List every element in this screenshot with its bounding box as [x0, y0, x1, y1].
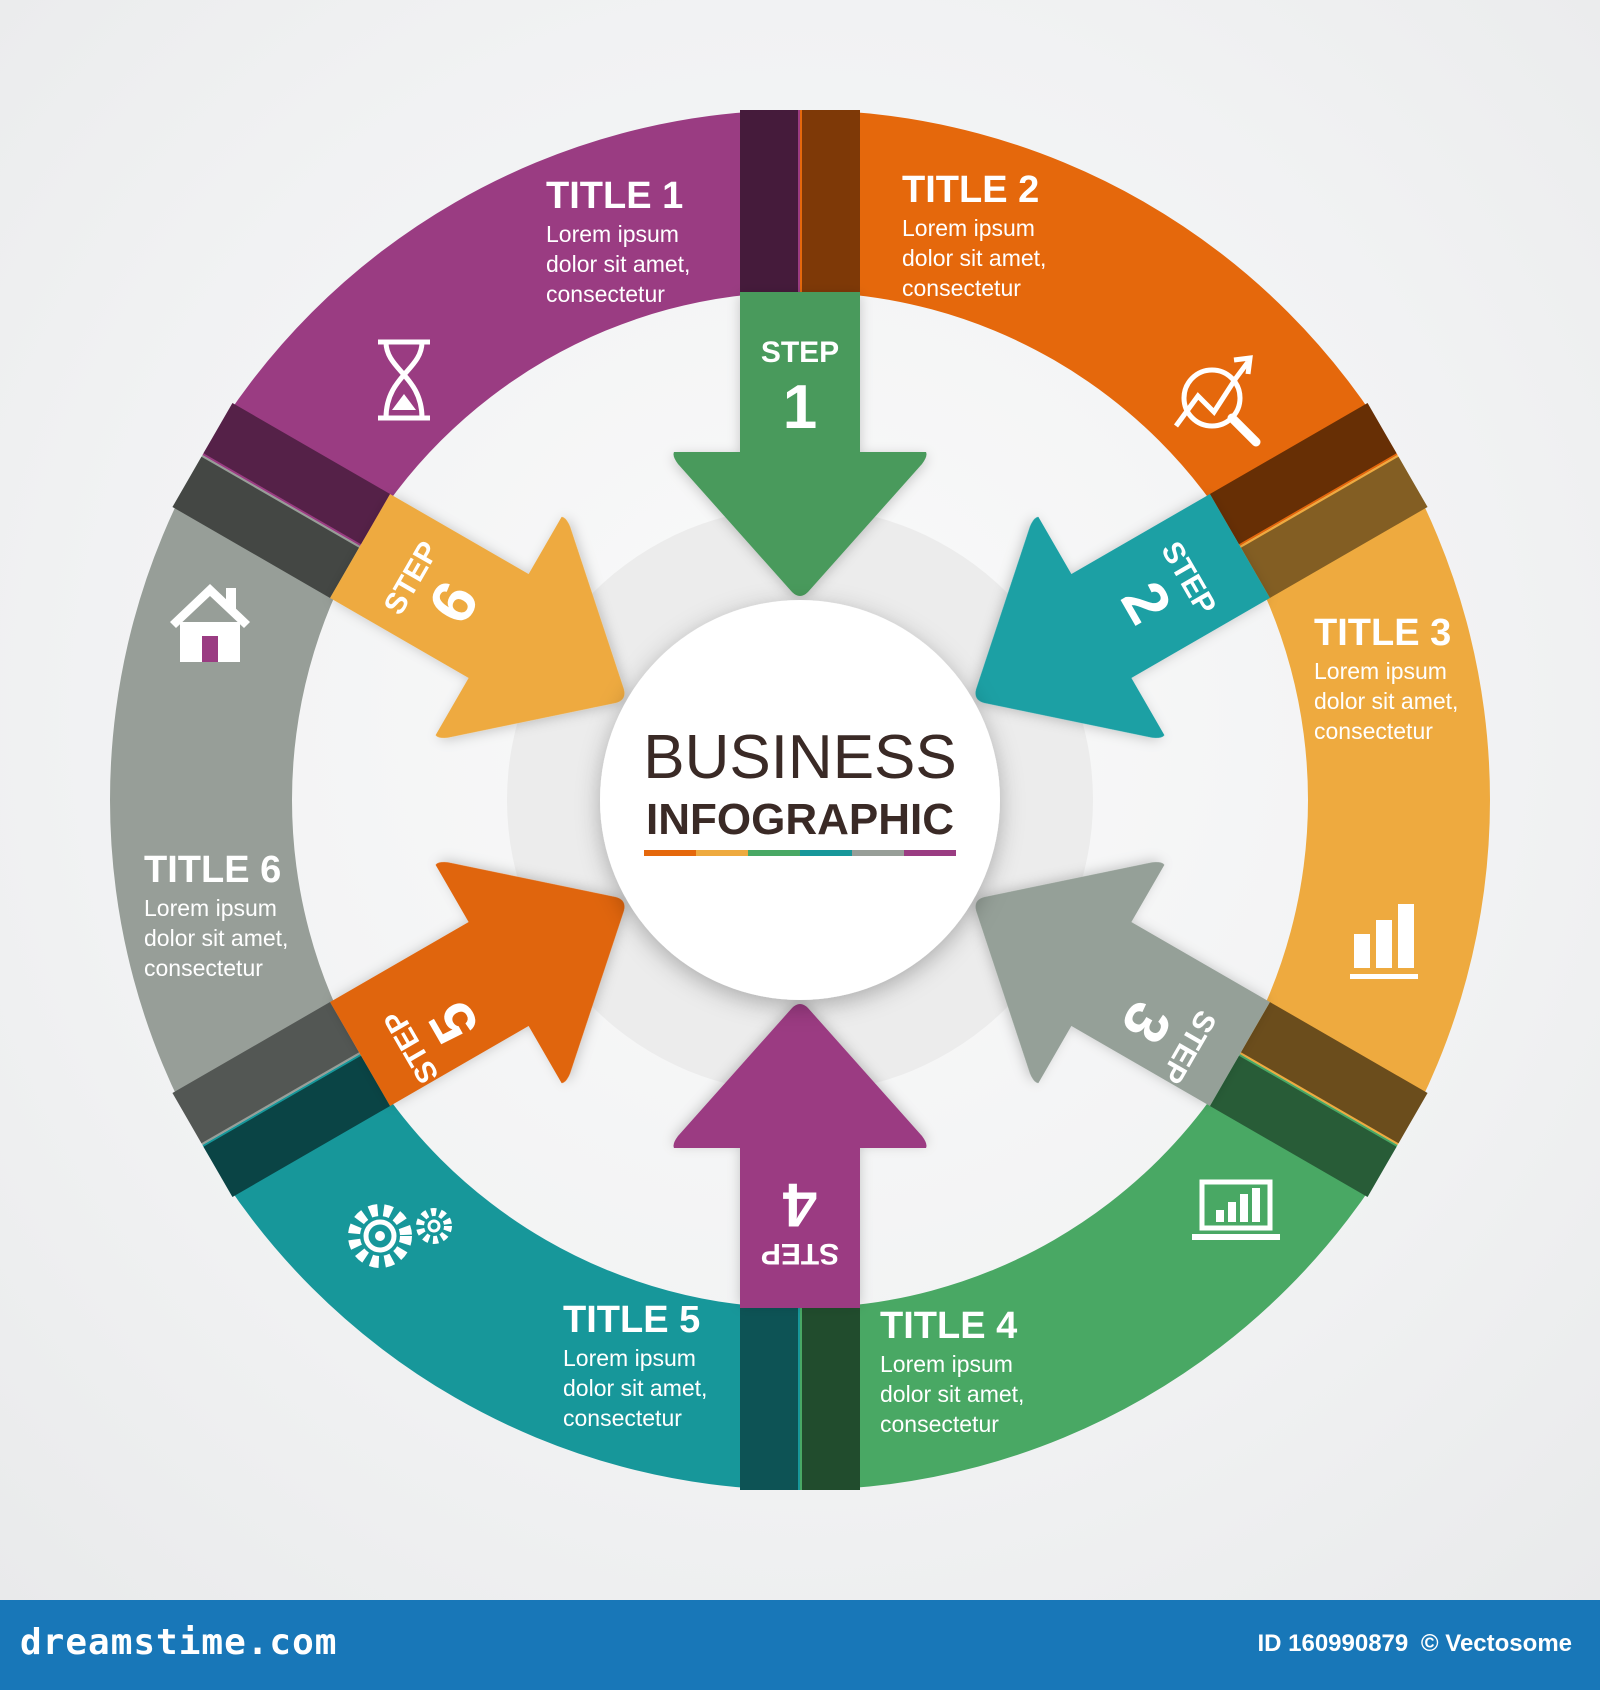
segment-5-text: TITLE 5 Lorem ipsum dolor sit amet, cons… — [563, 1299, 707, 1431]
segment-title: TITLE 3 — [1314, 612, 1451, 654]
bar-chart-icon — [1350, 904, 1418, 979]
boundary-band-1 — [740, 110, 860, 292]
segment-desc-line: Lorem ipsum — [563, 1345, 696, 1371]
step-2-label: STEP 2 — [1107, 536, 1222, 635]
segment-desc-line: dolor sit amet, — [563, 1375, 707, 1401]
step-number: 2 — [1107, 571, 1184, 635]
step-3-arrow — [975, 862, 1270, 1106]
step-number: 5 — [416, 990, 493, 1054]
segment-desc-line: Lorem ipsum — [880, 1351, 1013, 1377]
footer-image-id: ID 160990879 © Vectosome — [1251, 1630, 1572, 1658]
ring-segment-6 — [202, 109, 800, 546]
underline-color-bar — [696, 850, 748, 856]
step-6-arrow — [330, 494, 625, 738]
segment-desc-line: dolor sit amet, — [144, 925, 288, 951]
laptop-chart-icon — [1192, 1179, 1280, 1240]
segment-6-text: TITLE 6 Lorem ipsum dolor sit amet, cons… — [144, 849, 288, 981]
center-circle — [600, 600, 1000, 1000]
step-2-arrow — [975, 494, 1270, 738]
underline-color-bar — [904, 850, 956, 856]
step-number: 1 — [783, 373, 817, 442]
chart-search-icon — [1173, 355, 1261, 447]
infographic-canvas: BUSINESS INFOGRAPHIC TITLE 1 Lorem ipsum… — [0, 0, 1600, 1600]
boundary-band-2 — [1209, 403, 1428, 598]
hourglass-icon — [378, 339, 430, 421]
gears-icon — [348, 1204, 452, 1268]
segment-title: TITLE 5 — [563, 1299, 700, 1341]
step-number: 3 — [1107, 990, 1184, 1054]
footer-credit: © Vectosome — [1420, 1630, 1572, 1657]
segment-title: TITLE 1 — [546, 175, 683, 217]
segment-desc-line: consectetur — [144, 955, 263, 981]
segment-desc-line: Lorem ipsum — [144, 895, 277, 921]
segment-desc-line: consectetur — [563, 1405, 682, 1431]
footer-bar: dreamstime.com ID 160990879 © Vectosome — [0, 1600, 1600, 1690]
step-label: STEP — [761, 336, 839, 369]
segment-desc-line: Lorem ipsum — [1314, 658, 1447, 684]
business-infographic-diagram: BUSINESS INFOGRAPHIC — [109, 109, 1490, 1490]
footer-id-label: ID 160990879 — [1257, 1630, 1409, 1657]
segment-desc-line: consectetur — [1314, 718, 1433, 744]
boundary-band-3 — [1209, 1002, 1428, 1197]
segment-desc-line: Lorem ipsum — [902, 215, 1035, 241]
segment-title: TITLE 2 — [902, 169, 1039, 211]
home-icon — [170, 584, 250, 662]
segment-desc-line: dolor sit amet, — [546, 251, 690, 277]
step-number: 6 — [416, 571, 493, 635]
segment-3-text: TITLE 3 Lorem ipsum dolor sit amet, cons… — [1314, 612, 1458, 744]
center-title-line2: INFOGRAPHIC — [646, 795, 954, 844]
step-3-label: STEP 3 — [1107, 990, 1222, 1089]
segment-2-text: TITLE 2 Lorem ipsum dolor sit amet, cons… — [902, 169, 1046, 301]
segment-4-text: TITLE 4 Lorem ipsum dolor sit amet, cons… — [880, 1305, 1024, 1437]
segment-title: TITLE 4 — [880, 1305, 1017, 1347]
footer-site-name[interactable]: dreamstime.com — [20, 1622, 338, 1663]
ring-segment-3 — [800, 1054, 1398, 1490]
segment-desc-line: dolor sit amet, — [1314, 688, 1458, 714]
underline-color-bar — [852, 850, 904, 856]
boundary-band-5 — [172, 1002, 391, 1197]
segment-title: TITLE 6 — [144, 849, 281, 891]
step-5-arrow — [330, 862, 625, 1106]
segment-desc-line: dolor sit amet, — [902, 245, 1046, 271]
underline-color-bar — [800, 850, 852, 856]
step-1-label: STEP 1 — [761, 336, 839, 442]
center-title-line1: BUSINESS — [643, 723, 957, 792]
step-number: 4 — [782, 1170, 817, 1239]
step-4-arrow — [673, 1004, 927, 1308]
underline-color-bar — [748, 850, 800, 856]
segment-1-text: TITLE 1 Lorem ipsum dolor sit amet, cons… — [546, 175, 690, 307]
step-6-label: STEP 6 — [378, 536, 493, 635]
segment-desc-line: consectetur — [902, 275, 1021, 301]
center-color-underline — [644, 850, 956, 856]
underline-color-bar — [644, 850, 696, 856]
ring-segment-2 — [1239, 455, 1490, 1145]
step-5-label: STEP 5 — [378, 990, 493, 1089]
ring-segment-5 — [109, 455, 361, 1145]
segment-desc-line: dolor sit amet, — [880, 1381, 1024, 1407]
segment-desc-line: Lorem ipsum — [546, 221, 679, 247]
ring-segment-4 — [202, 1054, 800, 1490]
segment-desc-line: consectetur — [546, 281, 665, 307]
step-1-arrow — [673, 292, 927, 596]
step-label: STEP — [761, 1237, 839, 1270]
segment-desc-line: consectetur — [880, 1411, 999, 1437]
step-4-label: STEP 4 — [761, 1170, 839, 1270]
boundary-band-4 — [740, 1308, 860, 1490]
boundary-band-6 — [172, 403, 391, 598]
